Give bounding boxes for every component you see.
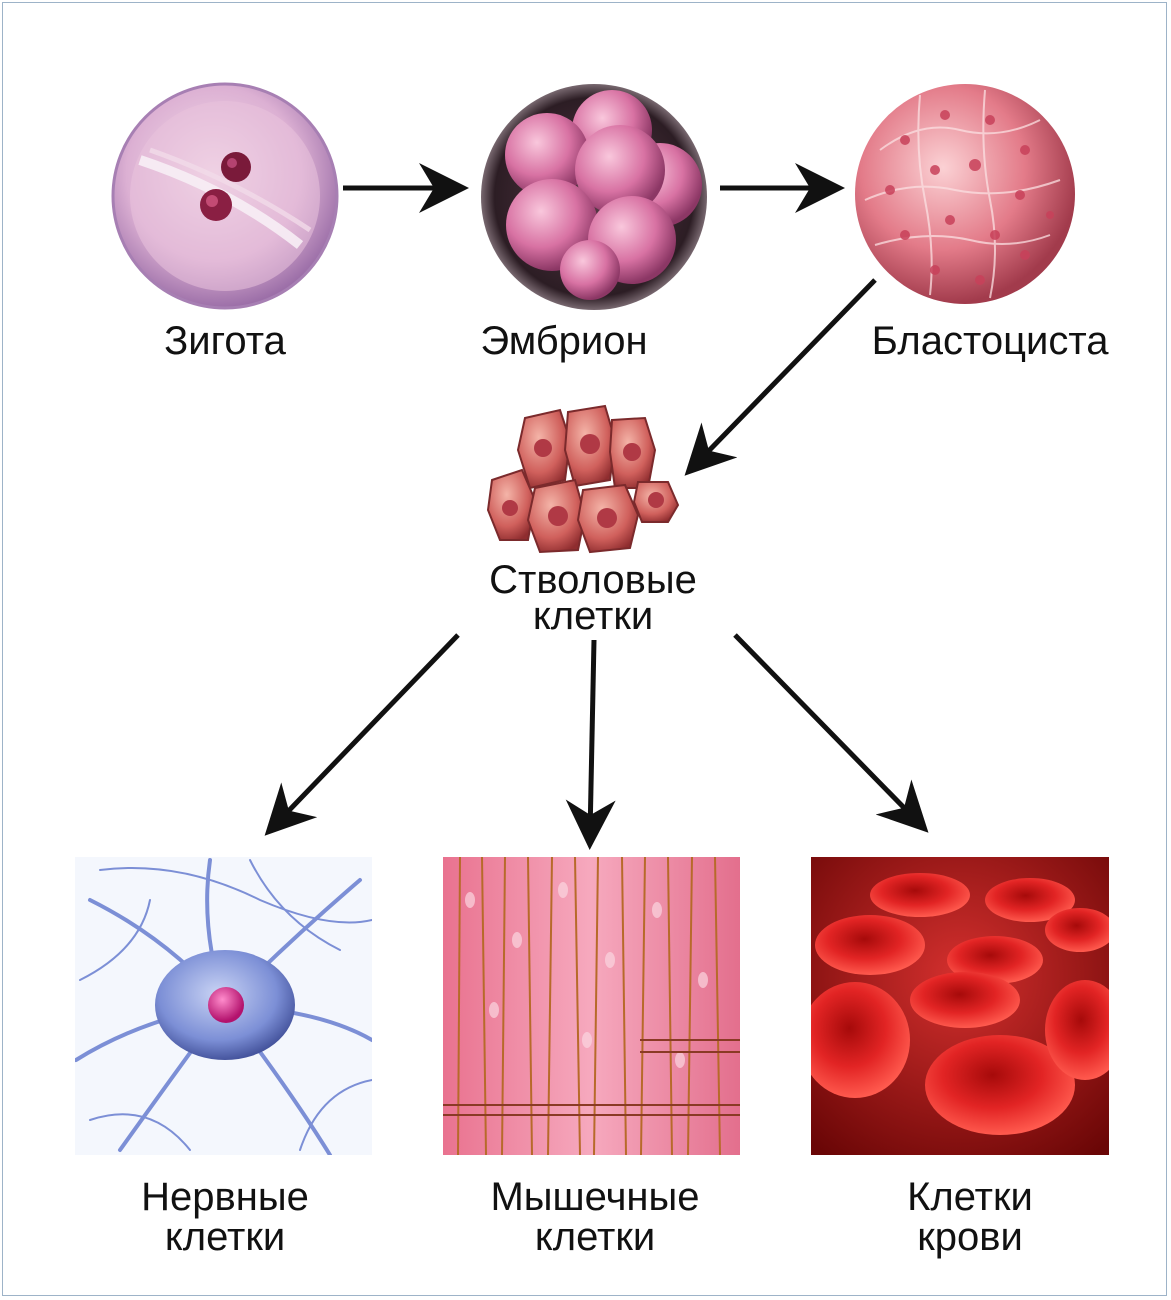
label-nerve-cells: Нервные клетки — [141, 1175, 309, 1259]
arrow-stem-to-muscle — [565, 639, 616, 850]
label-blastocyst: Бластоциста — [871, 319, 1109, 363]
label-zygote: Зигота — [164, 319, 286, 363]
arrow-blastocyst-to-stem — [684, 278, 877, 476]
zygote-illustration — [111, 82, 339, 310]
muscle-cells-illustration — [443, 857, 740, 1155]
label-blood-cells: Клетки крови — [907, 1175, 1033, 1259]
blastocyst-illustration — [855, 84, 1075, 304]
nerve-cells-illustration — [75, 857, 372, 1155]
arrow-stem-to-nerve — [264, 633, 460, 836]
label-stem-cells: Стволовые клетки — [489, 558, 697, 638]
label-muscle-cells: Мышечные клетки — [490, 1175, 700, 1259]
arrow-stem-to-blood — [733, 633, 929, 833]
label-embryo: Эмбрион — [480, 319, 648, 363]
blood-cells-illustration — [811, 857, 1109, 1155]
stem-cells-illustration — [486, 404, 680, 554]
arrows — [264, 163, 929, 850]
embryo-illustration — [481, 84, 707, 310]
